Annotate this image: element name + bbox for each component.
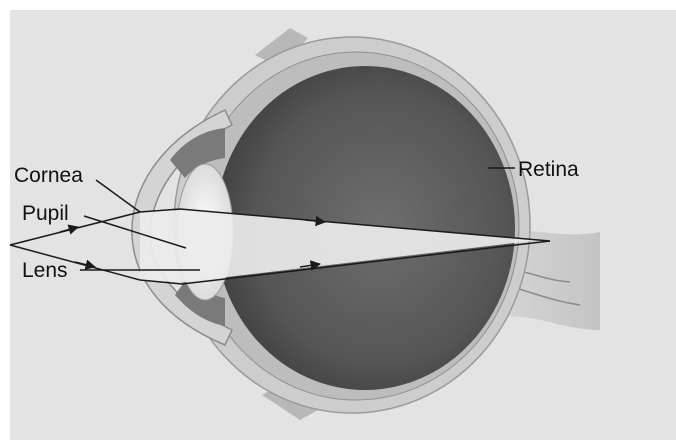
label-pupil: Pupil [22, 202, 69, 225]
label-cornea: Cornea [14, 164, 83, 187]
label-lens: Lens [22, 259, 68, 282]
label-retina: Retina [518, 158, 579, 181]
